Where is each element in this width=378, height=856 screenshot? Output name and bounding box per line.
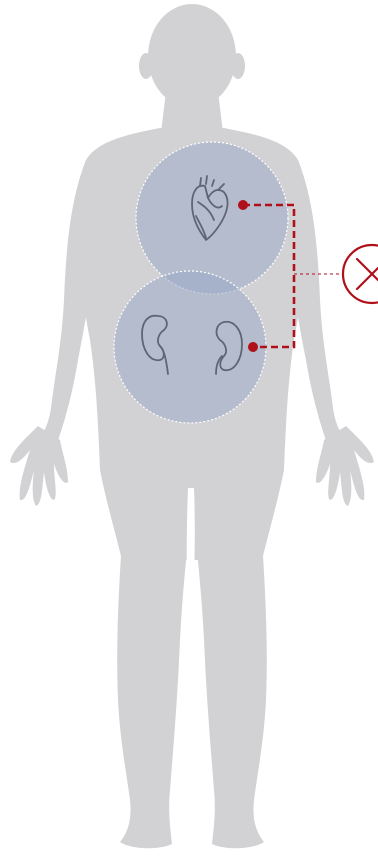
right-hand: [316, 426, 374, 506]
body-silhouette: [10, 4, 374, 848]
right-ear: [231, 53, 245, 79]
kidney-region: [114, 271, 266, 423]
heart-region: [136, 142, 288, 294]
right-leg: [194, 520, 267, 848]
left-ear: [139, 53, 153, 79]
leg-gap: [187, 488, 195, 640]
cross-circle-icon: [343, 245, 378, 303]
left-hand: [10, 426, 68, 506]
left-leg: [117, 520, 190, 848]
